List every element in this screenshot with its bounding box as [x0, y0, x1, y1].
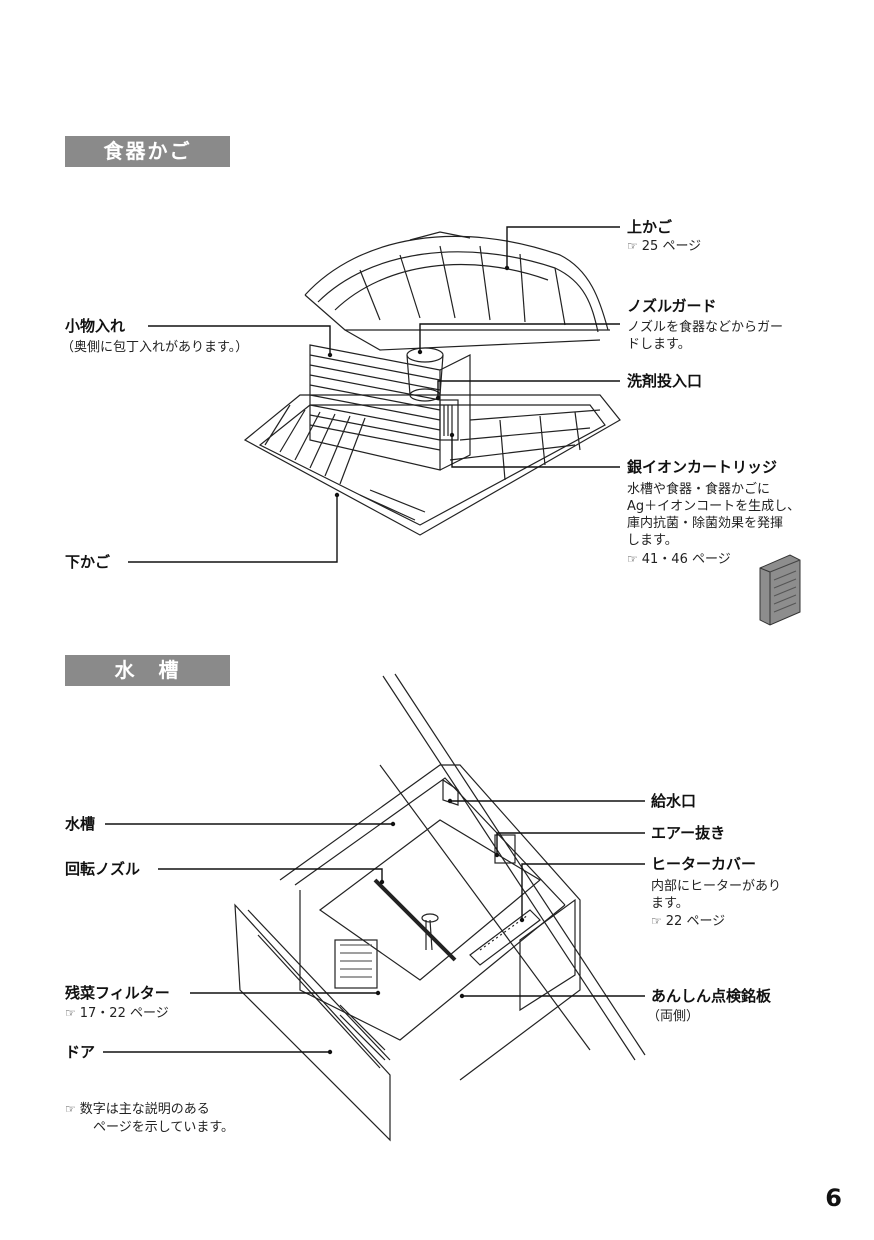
label-air-vent: エアー抜き	[651, 824, 726, 842]
nozzle-guard-desc-1: ノズルを食器などからガー	[627, 320, 784, 335]
label-residue-filter: 残菜フィルター	[65, 984, 170, 1002]
footnote-line-2: ページを示しています。	[93, 1120, 235, 1135]
basket-illustration	[243, 231, 621, 536]
heater-desc-2: ます。	[651, 896, 689, 911]
nozzle-guard-desc-2: ドします。	[627, 337, 691, 352]
page-number: 6	[825, 1184, 842, 1212]
pointing-hand-icon: ☞	[65, 1006, 76, 1020]
ion-desc-2: Ag＋イオンコートを生成し、	[627, 499, 801, 514]
leader-lines-basket	[128, 226, 620, 563]
label-tub: 水槽	[65, 815, 96, 833]
footnote-line-1: ☞数字は主な説明のある	[65, 1102, 210, 1117]
pointing-hand-icon: ☞	[65, 1102, 76, 1116]
pointing-hand-icon: ☞	[627, 552, 638, 566]
label-heater-cover: ヒーターカバー	[651, 855, 757, 873]
label-safety-plate: あんしん点検銘板	[651, 987, 772, 1005]
label-lower-basket: 下かご	[65, 553, 111, 571]
tub-illustration	[234, 673, 646, 1142]
ref-heater-cover: ☞22 ページ	[651, 914, 726, 929]
section-title-dish-basket: 食器かご	[65, 136, 230, 167]
ion-desc-3: 庫内抗菌・除菌効果を発揮	[627, 516, 784, 531]
ion-desc-1: 水槽や食器・食器かごに	[627, 482, 771, 497]
ref-upper-basket: ☞25 ページ	[627, 239, 702, 254]
label-door: ドア	[65, 1043, 96, 1061]
leader-lines-tub	[103, 800, 645, 1053]
ion-desc-4: します。	[627, 533, 678, 548]
pointing-hand-icon: ☞	[651, 914, 662, 928]
ion-cartridge-product-image	[759, 554, 801, 626]
heater-desc-1: 内部にヒーターがあり	[651, 879, 782, 894]
section-title-tub: 水 槽	[65, 655, 230, 686]
ref-ion-cartridge: ☞41・46 ページ	[627, 552, 731, 567]
safety-plate-desc: （両側）	[647, 1009, 700, 1024]
label-ion-cartridge: 銀イオンカートリッジ	[627, 458, 778, 476]
ref-residue-filter: ☞17・22 ページ	[65, 1006, 169, 1021]
label-nozzle-guard: ノズルガード	[627, 297, 717, 315]
small-items-desc: （奥側に包丁入れがあります。）	[61, 340, 249, 355]
pointing-hand-icon: ☞	[627, 239, 638, 253]
label-small-items: 小物入れ	[65, 317, 126, 335]
label-upper-basket: 上かご	[627, 218, 673, 236]
label-rotating-nozzle: 回転ノズル	[65, 860, 141, 878]
label-detergent-inlet: 洗剤投入口	[627, 372, 703, 390]
label-water-inlet: 給水口	[651, 792, 697, 810]
